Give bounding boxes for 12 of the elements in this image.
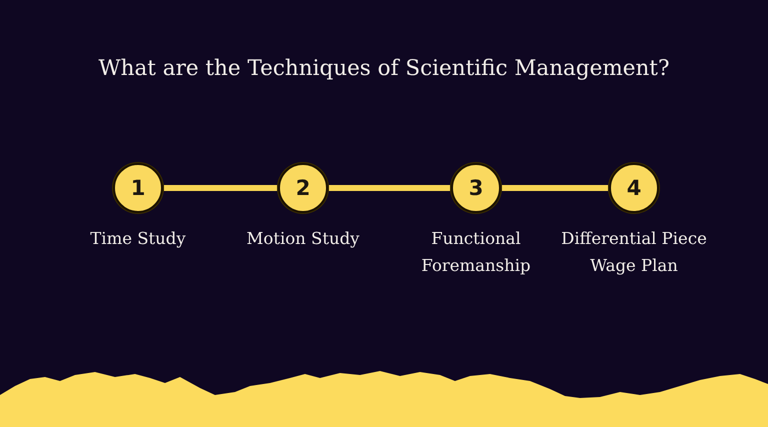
diagram-title: What are the Techniques of Scientific Management? (98, 56, 670, 81)
step-number: 3 (468, 178, 484, 198)
connector-line (164, 185, 277, 191)
connector-line (502, 185, 608, 191)
connector-line (329, 185, 450, 191)
step-label: Motion Study (246, 228, 360, 250)
step-label: Functional Foremanship (420, 228, 532, 277)
step-label: Time Study (89, 228, 187, 250)
step-number: 2 (296, 178, 310, 198)
step-number: 1 (130, 178, 146, 198)
step-number: 4 (626, 178, 642, 198)
step-label: Differential Piece Wage Plan (560, 228, 708, 277)
